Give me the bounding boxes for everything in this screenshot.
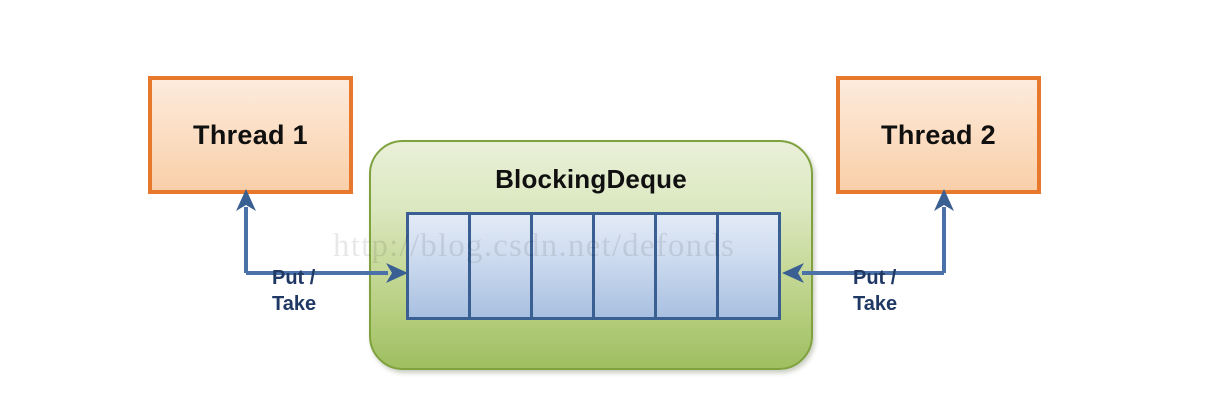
thread-2-box: Thread 2 xyxy=(836,76,1041,194)
put-take-label-left-line1: Put / xyxy=(272,267,316,289)
put-take-label-left-line2: Take xyxy=(272,292,317,315)
put-take-label-left: Put / Take xyxy=(272,266,316,317)
blockingdeque-title: BlockingDeque xyxy=(495,164,687,194)
put-take-label-right: Put / Take xyxy=(853,266,897,317)
deque-cell xyxy=(533,215,595,317)
deque-cell xyxy=(657,215,719,317)
thread-1-box: Thread 1 xyxy=(148,76,353,194)
blockingdeque-container: BlockingDeque xyxy=(369,140,813,370)
put-take-label-right-line1: Put / xyxy=(853,267,897,289)
deque-cell xyxy=(719,215,778,317)
deque-cell xyxy=(409,215,471,317)
deque-cell xyxy=(595,215,657,317)
thread-2-label: Thread 2 xyxy=(881,119,996,150)
put-take-label-right-line2: Take xyxy=(853,292,898,315)
thread-1-label: Thread 1 xyxy=(193,119,308,150)
deque-cell xyxy=(471,215,533,317)
deque-cell-strip xyxy=(406,212,781,320)
